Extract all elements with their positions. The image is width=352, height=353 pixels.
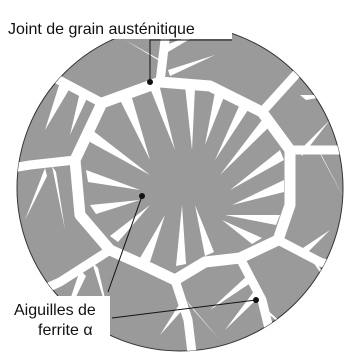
needle-dot-upper xyxy=(139,193,145,199)
needles-label-line1: Aiguilles de xyxy=(14,302,96,319)
needles-label-line2: ferrite α xyxy=(38,322,93,339)
ferrite-needle xyxy=(300,95,335,100)
needle-dot-lower xyxy=(253,297,259,303)
grain-boundary-label: Joint de grain austénitique xyxy=(8,21,195,38)
grain-boundary-dot xyxy=(147,79,153,85)
